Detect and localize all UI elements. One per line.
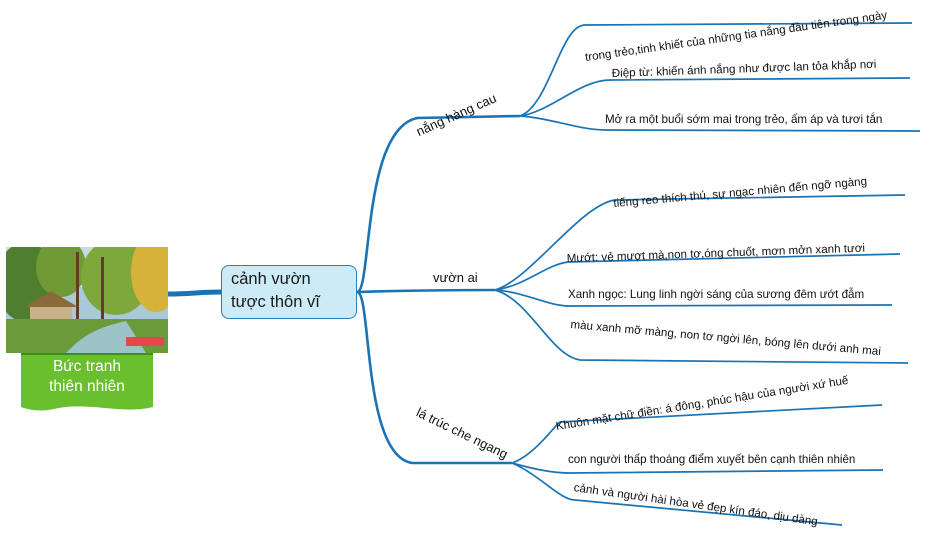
leaf-label: Xanh ngọc: Lung linh ngời sáng của sương… — [568, 288, 865, 301]
branch-label-vuon-ai: vườn ai — [433, 270, 478, 285]
central-topic-line-2: tược thôn vĩ — [231, 293, 320, 311]
caption-text: Bức tranh thiên nhiên — [21, 357, 153, 397]
central-topic: cảnh vườn tược thôn vĩ — [221, 265, 357, 319]
image-to-center-link — [167, 289, 222, 297]
leaf-label: con người thấp thoáng điểm xuyết bên cạn… — [568, 453, 856, 466]
link-center-nang — [356, 114, 521, 294]
link-center-la — [356, 290, 512, 465]
landscape-painting — [6, 247, 168, 353]
caption-line-2: thiên nhiên — [49, 378, 125, 395]
link-center-vuon — [356, 288, 496, 294]
image-caption: Bức tranh thiên nhiên — [21, 353, 153, 411]
leaf-label: Mở ra một buổi sớm mai trong trẻo, ấm áp… — [605, 113, 883, 126]
caption-line-1: Bức tranh — [52, 358, 122, 375]
central-topic-line-1: cảnh vườn — [231, 270, 311, 288]
